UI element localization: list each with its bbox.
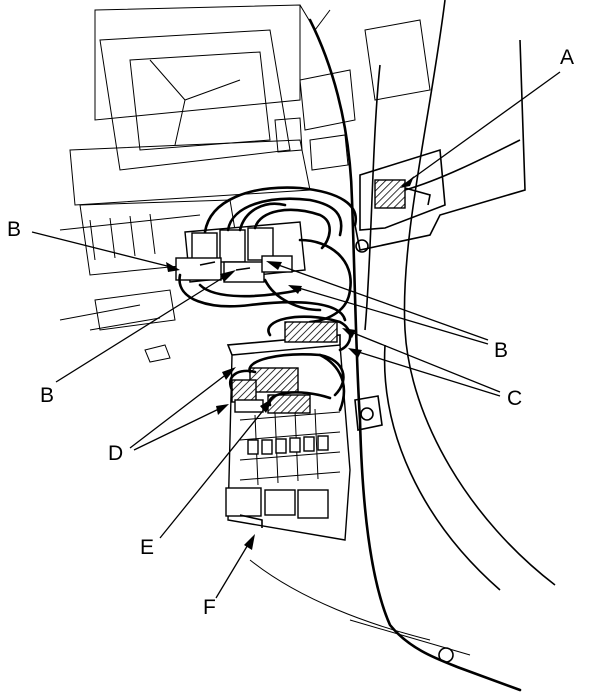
connector-c-upper (284, 321, 338, 343)
callout-c: C (507, 387, 522, 410)
connector-f (225, 487, 262, 517)
connector-b-left (175, 257, 222, 281)
callout-b-left: B (7, 218, 21, 241)
dashboard-background (59, 4, 431, 363)
connector-a-bracket (359, 148, 446, 231)
main-harness (308, 18, 522, 692)
connector-d-upper (249, 367, 299, 393)
connector-a (374, 179, 406, 209)
callout-b-right: B (494, 339, 508, 362)
fuse-box (225, 334, 351, 541)
callout-e: E (140, 536, 154, 559)
leader-lines (31, 71, 561, 599)
connector-d-lower (231, 379, 257, 403)
callout-labels: A B B B C D E F (7, 46, 574, 619)
wire-loops (178, 186, 358, 324)
body-panel (249, 0, 556, 656)
callout-b-lower: B (40, 384, 54, 407)
callout-a: A (560, 46, 574, 69)
callout-f: F (203, 596, 216, 619)
callout-d: D (108, 442, 123, 465)
